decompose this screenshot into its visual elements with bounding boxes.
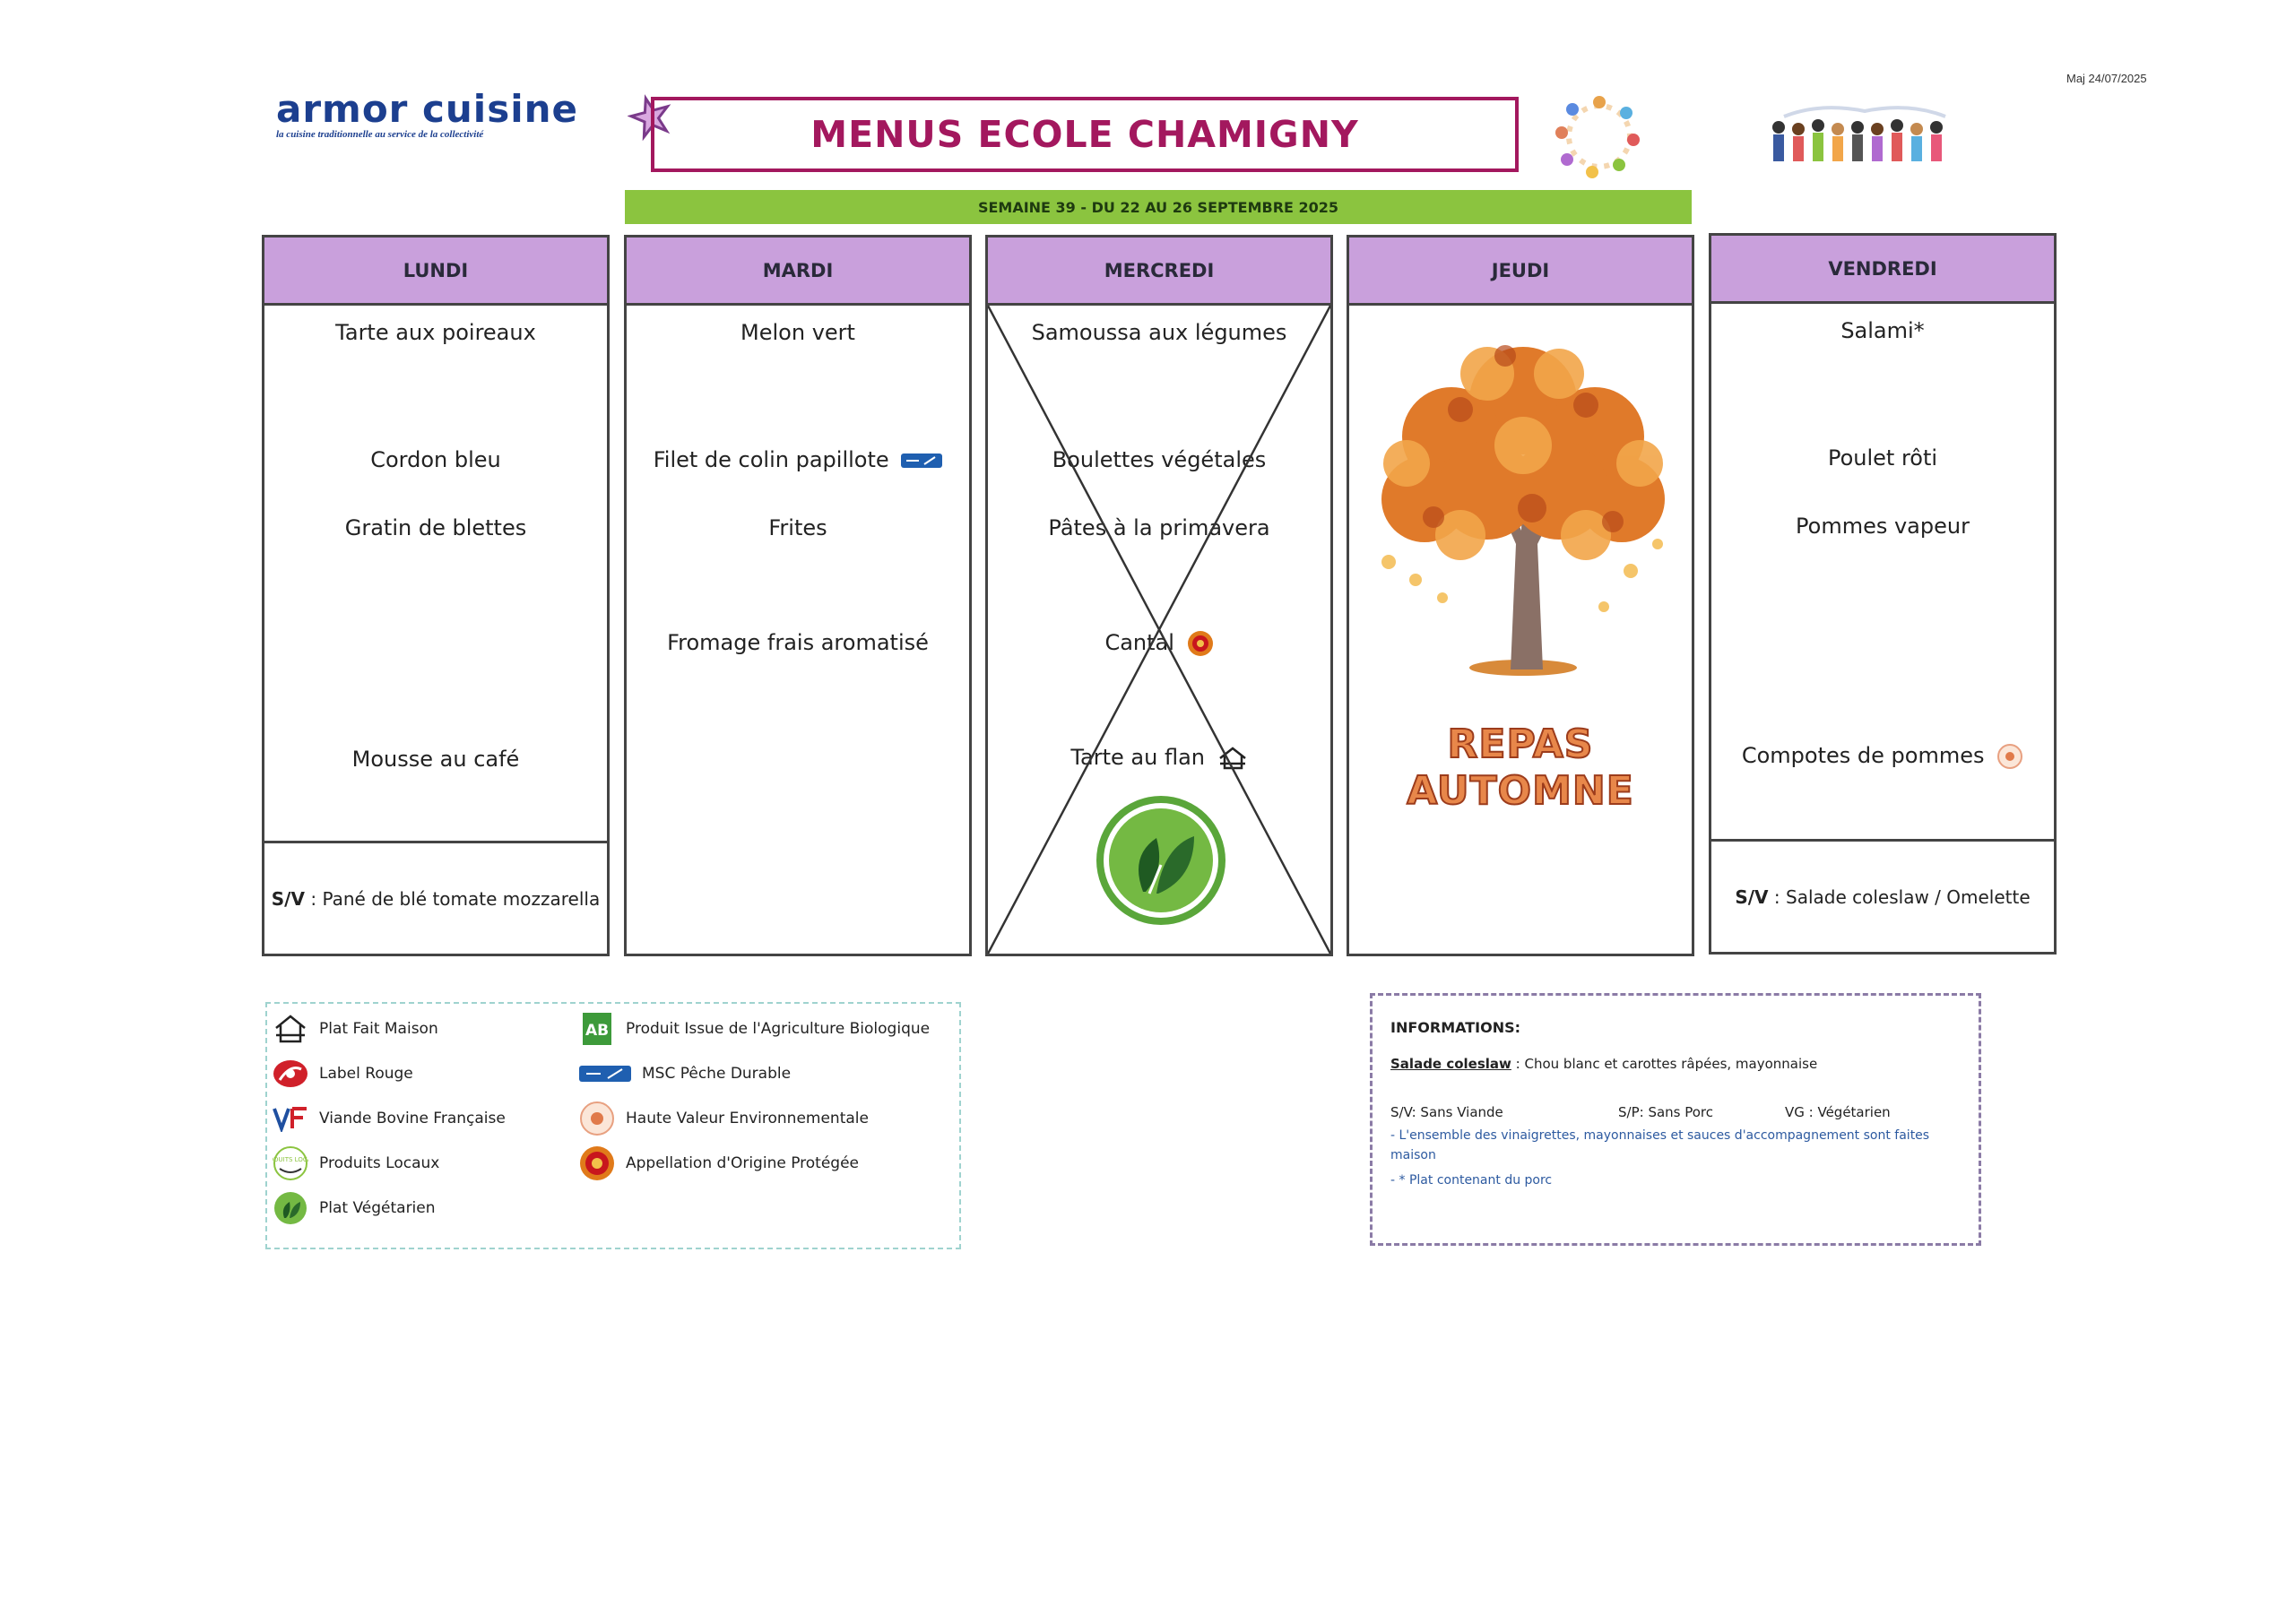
divider <box>264 841 607 843</box>
dish-dessert: Compotes de pommes <box>1711 743 2054 770</box>
dish-plat: Cordon bleu <box>370 447 501 472</box>
aop-icon <box>1187 631 1213 656</box>
dish-accompagnement: Frites <box>768 515 827 540</box>
label-rouge-icon <box>273 1056 308 1092</box>
day-column-lundi: LUNDI Tarte aux poireaux Cordon bleu Gra… <box>262 235 610 956</box>
legend-item: Viande Bovine Française <box>273 1101 506 1136</box>
legend-item: MSC Pêche Durable <box>579 1056 791 1092</box>
ab-bio-icon: AB <box>579 1011 615 1047</box>
dish-dessert: Tarte au flan <box>988 745 1330 771</box>
week-label: SEMAINE 39 - DU 22 AU 26 SEPTEMBRE 2025 <box>977 198 1339 216</box>
children-row-image <box>1772 106 1946 161</box>
vegetarian-icon <box>273 1190 308 1226</box>
dish-entree: Melon vert <box>740 320 855 345</box>
hve-icon <box>1997 744 2023 769</box>
vegetarian-badge-icon <box>1096 796 1225 925</box>
day-column-jeudi: JEUDI REPAS AUTOMNE <box>1347 235 1694 956</box>
legend-box: Plat Fait Maison Label Rouge Viande Bovi… <box>265 1002 961 1249</box>
autumn-tree-image <box>1381 345 1665 676</box>
svg-text:PRODUITS LOCAUX: PRODUITS LOCAUX <box>273 1156 308 1163</box>
msc-icon <box>901 454 943 468</box>
house-icon <box>273 1011 308 1047</box>
vbf-icon <box>273 1101 308 1136</box>
house-icon <box>1218 747 1246 770</box>
information-box: INFORMATIONS: Salade coleslaw : Chou bla… <box>1370 993 1981 1246</box>
dish-plat: Boulettes végétales <box>1052 447 1267 472</box>
day-header-vendredi: VENDREDI <box>1711 236 2054 304</box>
title-box: MENUS ECOLE CHAMIGNY <box>651 97 1519 172</box>
dish-accompagnement: Pâtes à la primavera <box>1048 515 1270 540</box>
day-header-mercredi: MERCREDI <box>988 238 1330 306</box>
week-banner: SEMAINE 39 - DU 22 AU 26 SEPTEMBRE 2025 <box>625 190 1692 224</box>
legend-item: PRODUITS LOCAUX Produits Locaux <box>273 1145 439 1181</box>
dish-accompagnement: Pommes vapeur <box>1796 514 1970 539</box>
dish-laitage: Cantal <box>988 630 1330 657</box>
abbreviations-row: S/V: Sans Viande S/P: Sans Porc VG : Vég… <box>1390 1104 1891 1120</box>
sans-viande-option: S/V : Salade coleslaw / Omelette <box>1735 886 2031 908</box>
divider <box>1711 839 2054 842</box>
legend-item: AB Produit Issue de l'Agriculture Biolog… <box>579 1011 930 1047</box>
day-header-jeudi: JEUDI <box>1349 238 1692 306</box>
pork-note: - * Plat contenant du porc <box>1390 1173 1553 1188</box>
legend-item: Plat Végétarien <box>273 1190 436 1226</box>
theme-title-line1: REPAS <box>1447 721 1594 768</box>
children-circle-image <box>1555 96 1640 178</box>
day-column-vendredi: VENDREDI Salami* Poulet rôti Pommes vape… <box>1709 233 2057 955</box>
dish-entree: Tarte aux poireaux <box>335 320 536 345</box>
info-title: INFORMATIONS: <box>1390 1019 1521 1036</box>
dish-dessert: Mousse au café <box>351 747 520 772</box>
legend-item: Plat Fait Maison <box>273 1011 438 1047</box>
dish-entree: Samoussa aux légumes <box>1031 320 1287 345</box>
day-column-mardi: MARDI Melon vert Filet de colin papillot… <box>624 235 972 956</box>
sauces-note: - L'ensemble des vinaigrettes, mayonnais… <box>1390 1128 1930 1162</box>
msc-icon <box>579 1056 631 1092</box>
update-date: Maj 24/07/2025 <box>2066 72 2147 85</box>
day-column-mercredi: MERCREDI Samoussa aux légumes Boulettes … <box>985 235 1333 956</box>
dish-plat: Poulet rôti <box>1827 445 1938 471</box>
coleslaw-definition: Salade coleslaw : Chou blanc et carottes… <box>1390 1056 1818 1072</box>
legend-item: Label Rouge <box>273 1056 413 1092</box>
dish-plat: Filet de colin papillote <box>627 447 969 472</box>
sans-viande-option: S/V : Pané de blé tomate mozzarella <box>271 888 601 910</box>
theme-title-line2: AUTOMNE <box>1406 767 1634 815</box>
aop-icon <box>579 1145 615 1181</box>
svg-text:AB: AB <box>585 1022 609 1040</box>
brand-name: armor cuisine <box>276 87 578 131</box>
brand-logo: armor cuisine la cuisine traditionnelle … <box>276 87 585 141</box>
dish-laitage: Fromage frais aromatisé <box>667 630 929 655</box>
legend-item: Haute Valeur Environnementale <box>579 1101 869 1136</box>
legend-item: Appellation d'Origine Protégée <box>579 1145 859 1181</box>
dish-entree: Salami* <box>1840 318 1925 343</box>
day-header-lundi: LUNDI <box>264 238 607 306</box>
brand-tagline: la cuisine traditionnelle au service de … <box>276 129 484 140</box>
produits-locaux-icon: PRODUITS LOCAUX <box>273 1145 308 1181</box>
dish-accompagnement: Gratin de blettes <box>344 515 527 540</box>
hve-icon <box>579 1101 615 1136</box>
page-title: MENUS ECOLE CHAMIGNY <box>810 113 1359 156</box>
day-header-mardi: MARDI <box>627 238 969 306</box>
